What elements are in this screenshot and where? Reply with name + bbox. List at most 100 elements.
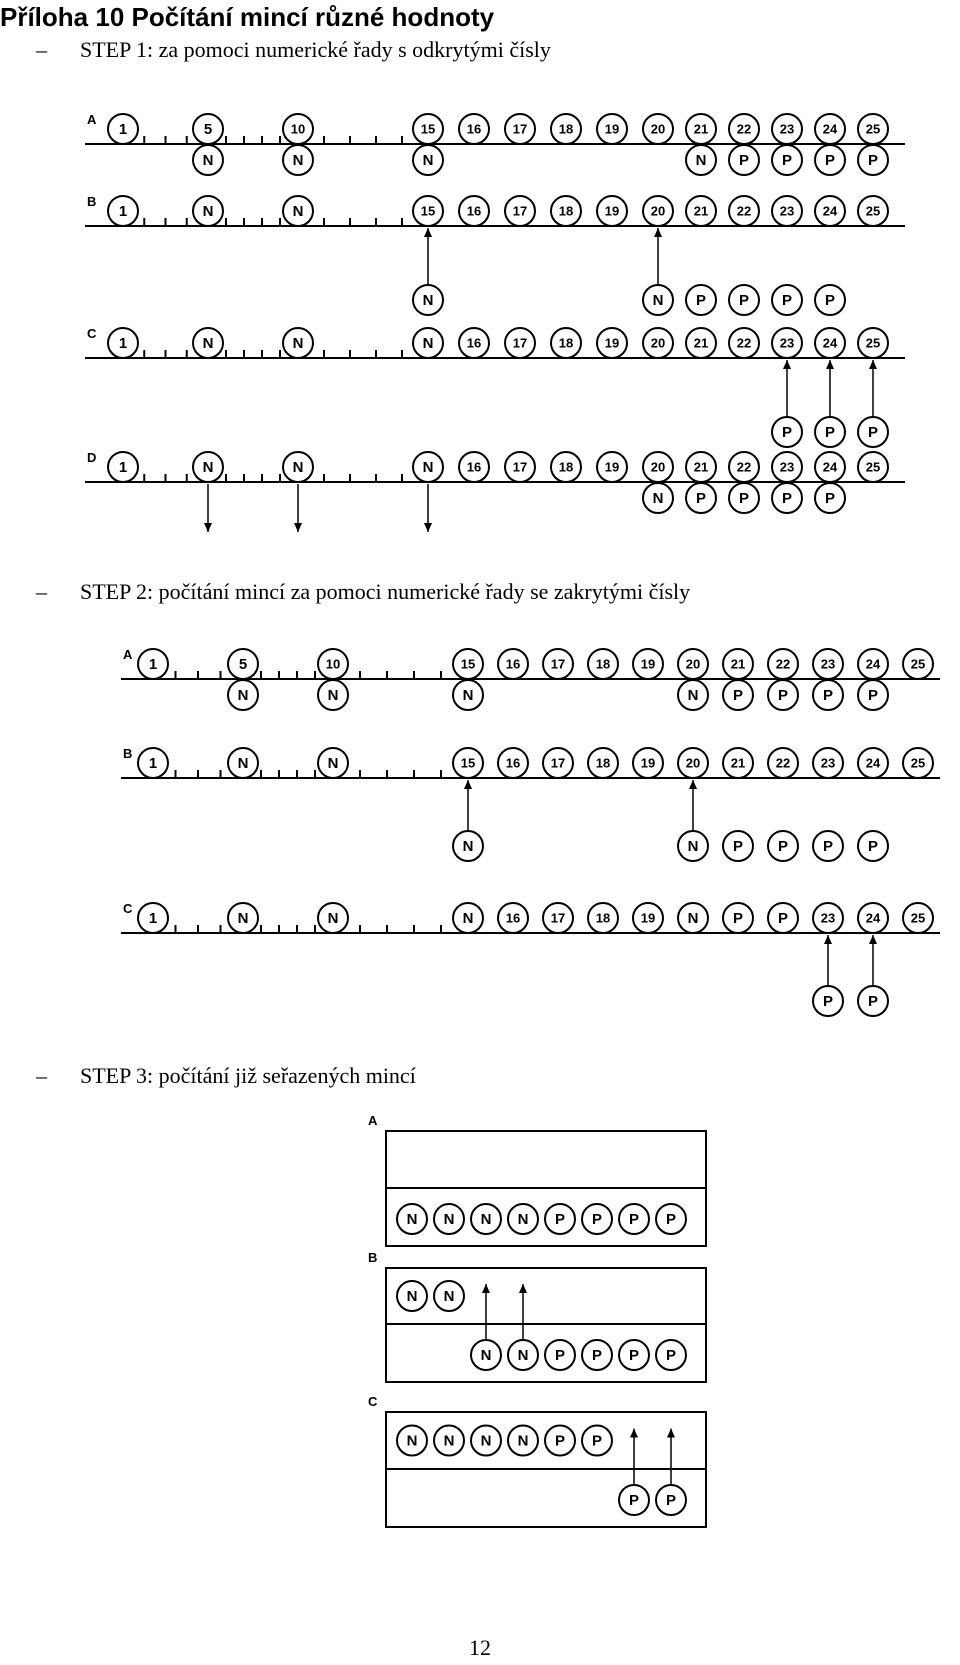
arrow-up-slot-20 (654, 228, 662, 285)
coin-top-slot-10: N (317, 747, 349, 779)
coin-top-slot-17: 17 (542, 902, 574, 934)
arrow-up-slot-15 (424, 228, 432, 285)
svg-text:N: N (653, 292, 664, 309)
svg-text:P: P (825, 292, 835, 309)
coin-top-slot-16: 16 (497, 648, 529, 680)
step-2-text: STEP 2: počítání mincí za pomoci numeric… (80, 579, 691, 604)
svg-text:20: 20 (651, 203, 665, 218)
coin-bottom-slot-20: N (677, 830, 709, 862)
row-letter: B (123, 746, 132, 761)
svg-text:24: 24 (823, 335, 838, 350)
coin-bottom-slot-5: N (192, 144, 224, 176)
svg-text:25: 25 (866, 459, 880, 474)
svg-text:N: N (238, 910, 249, 927)
svg-text:20: 20 (686, 656, 700, 671)
arrow-up-8 (667, 1428, 675, 1485)
coin-bottom-slot-23: P (812, 679, 844, 711)
svg-text:19: 19 (641, 910, 655, 925)
coin-bottom-slot-23: P (771, 416, 803, 448)
svg-text:25: 25 (866, 203, 880, 218)
svg-text:20: 20 (686, 755, 700, 770)
coin-top-slot-22: 22 (728, 195, 760, 227)
coin-top-slot-1: 1 (137, 648, 169, 680)
coin-bottom-slot-15: N (452, 679, 484, 711)
svg-text:N: N (423, 292, 434, 309)
coin-top-slot-22: 22 (767, 648, 799, 680)
coin-bottom-slot-23: P (771, 144, 803, 176)
coin-top-slot-16: 16 (458, 327, 490, 359)
coin-top-slot-17: 17 (542, 648, 574, 680)
coin-top-slot-21: P (722, 902, 754, 934)
svg-text:18: 18 (596, 910, 610, 925)
coin-top-slot-15: 15 (412, 113, 444, 145)
coin-bottom-slot-20: N (642, 482, 674, 514)
coin-top-slot-10: N (282, 327, 314, 359)
svg-text:10: 10 (326, 656, 340, 671)
svg-text:P: P (555, 1211, 565, 1228)
arrow-down-slot-10 (294, 484, 302, 532)
svg-text:25: 25 (911, 656, 925, 671)
coin-bottom-slot-24: P (814, 284, 846, 316)
svg-text:24: 24 (823, 459, 838, 474)
arrow-up-slot-24 (826, 360, 834, 417)
svg-text:N: N (653, 490, 664, 507)
coin-top-slot-24: 24 (814, 195, 846, 227)
svg-text:P: P (868, 424, 878, 441)
svg-text:18: 18 (559, 459, 573, 474)
svg-text:P: P (778, 838, 788, 855)
arrow-up-slot-23 (824, 935, 832, 986)
svg-text:18: 18 (559, 121, 573, 136)
svg-text:21: 21 (694, 121, 708, 136)
svg-text:17: 17 (513, 459, 527, 474)
arrow-up-3 (482, 1284, 490, 1340)
svg-text:15: 15 (461, 656, 475, 671)
coin-lower-6: P (581, 1339, 613, 1371)
coin-top-slot-15: 15 (412, 195, 444, 227)
svg-text:P: P (739, 490, 749, 507)
coin-top-slot-19: 19 (596, 195, 628, 227)
coin-top-slot-10: N (317, 902, 349, 934)
coin-bottom-slot-22: P (728, 284, 760, 316)
svg-text:P: P (782, 490, 792, 507)
svg-text:5: 5 (239, 656, 247, 673)
svg-text:P: P (666, 1492, 676, 1509)
svg-text:P: P (555, 1347, 565, 1364)
coin-lower-8: P (655, 1484, 687, 1516)
svg-text:P: P (592, 1432, 602, 1449)
svg-text:P: P (782, 152, 792, 169)
coin-top-slot-20: N (677, 902, 709, 934)
coin-top-slot-20: 20 (677, 747, 709, 779)
coin-bottom-slot-22: P (767, 679, 799, 711)
coin-upper-4: N (507, 1424, 539, 1457)
coin-bottom-slot-20: N (642, 284, 674, 316)
svg-text:23: 23 (780, 121, 794, 136)
step-3-dash: – (36, 1063, 47, 1088)
coin-lower-2: N (433, 1203, 465, 1235)
coin-top-slot-21: 21 (685, 195, 717, 227)
svg-text:15: 15 (461, 755, 475, 770)
coin-top-slot-24: 24 (857, 747, 889, 779)
coin-top-slot-24: 24 (814, 327, 846, 359)
coin-top-slot-24: 24 (814, 451, 846, 483)
row-letter: A (123, 647, 133, 662)
box-letter: C (368, 1394, 378, 1409)
coin-top-slot-1: 1 (107, 113, 139, 145)
coin-lower-5: P (544, 1339, 576, 1371)
coin-top-slot-25: 25 (857, 113, 889, 145)
svg-text:22: 22 (737, 203, 751, 218)
svg-text:N: N (518, 1347, 529, 1364)
coin-top-slot-20: 20 (677, 648, 709, 680)
coin-top-slot-22: P (767, 902, 799, 934)
coin-lower-1: N (396, 1203, 428, 1235)
coin-bottom-slot-15: N (412, 144, 444, 176)
coin-top-slot-16: 16 (458, 195, 490, 227)
svg-text:N: N (444, 1288, 455, 1305)
coin-bottom-slot-21: P (685, 482, 717, 514)
svg-text:N: N (423, 335, 434, 352)
coin-bottom-slot-5: N (227, 679, 259, 711)
svg-text:P: P (666, 1211, 676, 1228)
svg-text:P: P (823, 838, 833, 855)
svg-text:16: 16 (506, 656, 520, 671)
